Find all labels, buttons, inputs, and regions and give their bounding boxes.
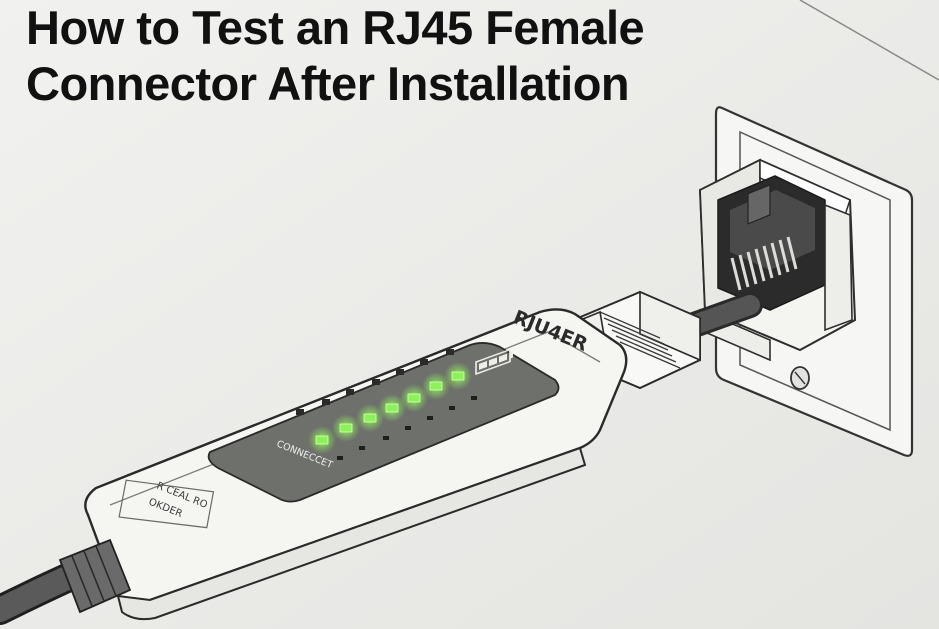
page-title: How to Test an RJ45 Female Connector Aft… [26,0,645,112]
title-line-1: How to Test an RJ45 Female [26,1,645,54]
led-indicator-small [427,416,433,420]
led-indicator-off [446,349,454,355]
led-indicator-small [471,396,477,400]
led-indicator-off [296,409,304,415]
led-grid [296,349,477,460]
cable-tester: RJU4ER CONNECCET R CEAL RO OKDER [84,306,628,621]
led-indicator-on [429,381,443,391]
wall-corner-line [799,0,939,81]
led-indicator-off [420,359,428,365]
display-panel [207,342,560,503]
led-indicator-small [449,406,455,410]
led-indicator-on [315,435,329,445]
led-indicator-on [363,413,377,423]
led-indicator-on [385,403,399,413]
led-indicator-off [346,389,354,395]
led-indicator-off [322,399,330,405]
led-indicator-small [337,456,343,460]
led-indicator-on [451,371,465,381]
led-indicator-on [339,423,353,433]
led-indicator-small [359,446,365,450]
led-indicator-on [407,393,421,403]
title-line-2: Connector After Installation [26,57,630,110]
led-indicator-off [396,369,404,375]
led-indicator-off [372,379,380,385]
led-indicator-small [405,426,411,430]
battery-icon [475,348,513,376]
led-indicator-small [383,436,389,440]
tester-cable [0,538,132,625]
